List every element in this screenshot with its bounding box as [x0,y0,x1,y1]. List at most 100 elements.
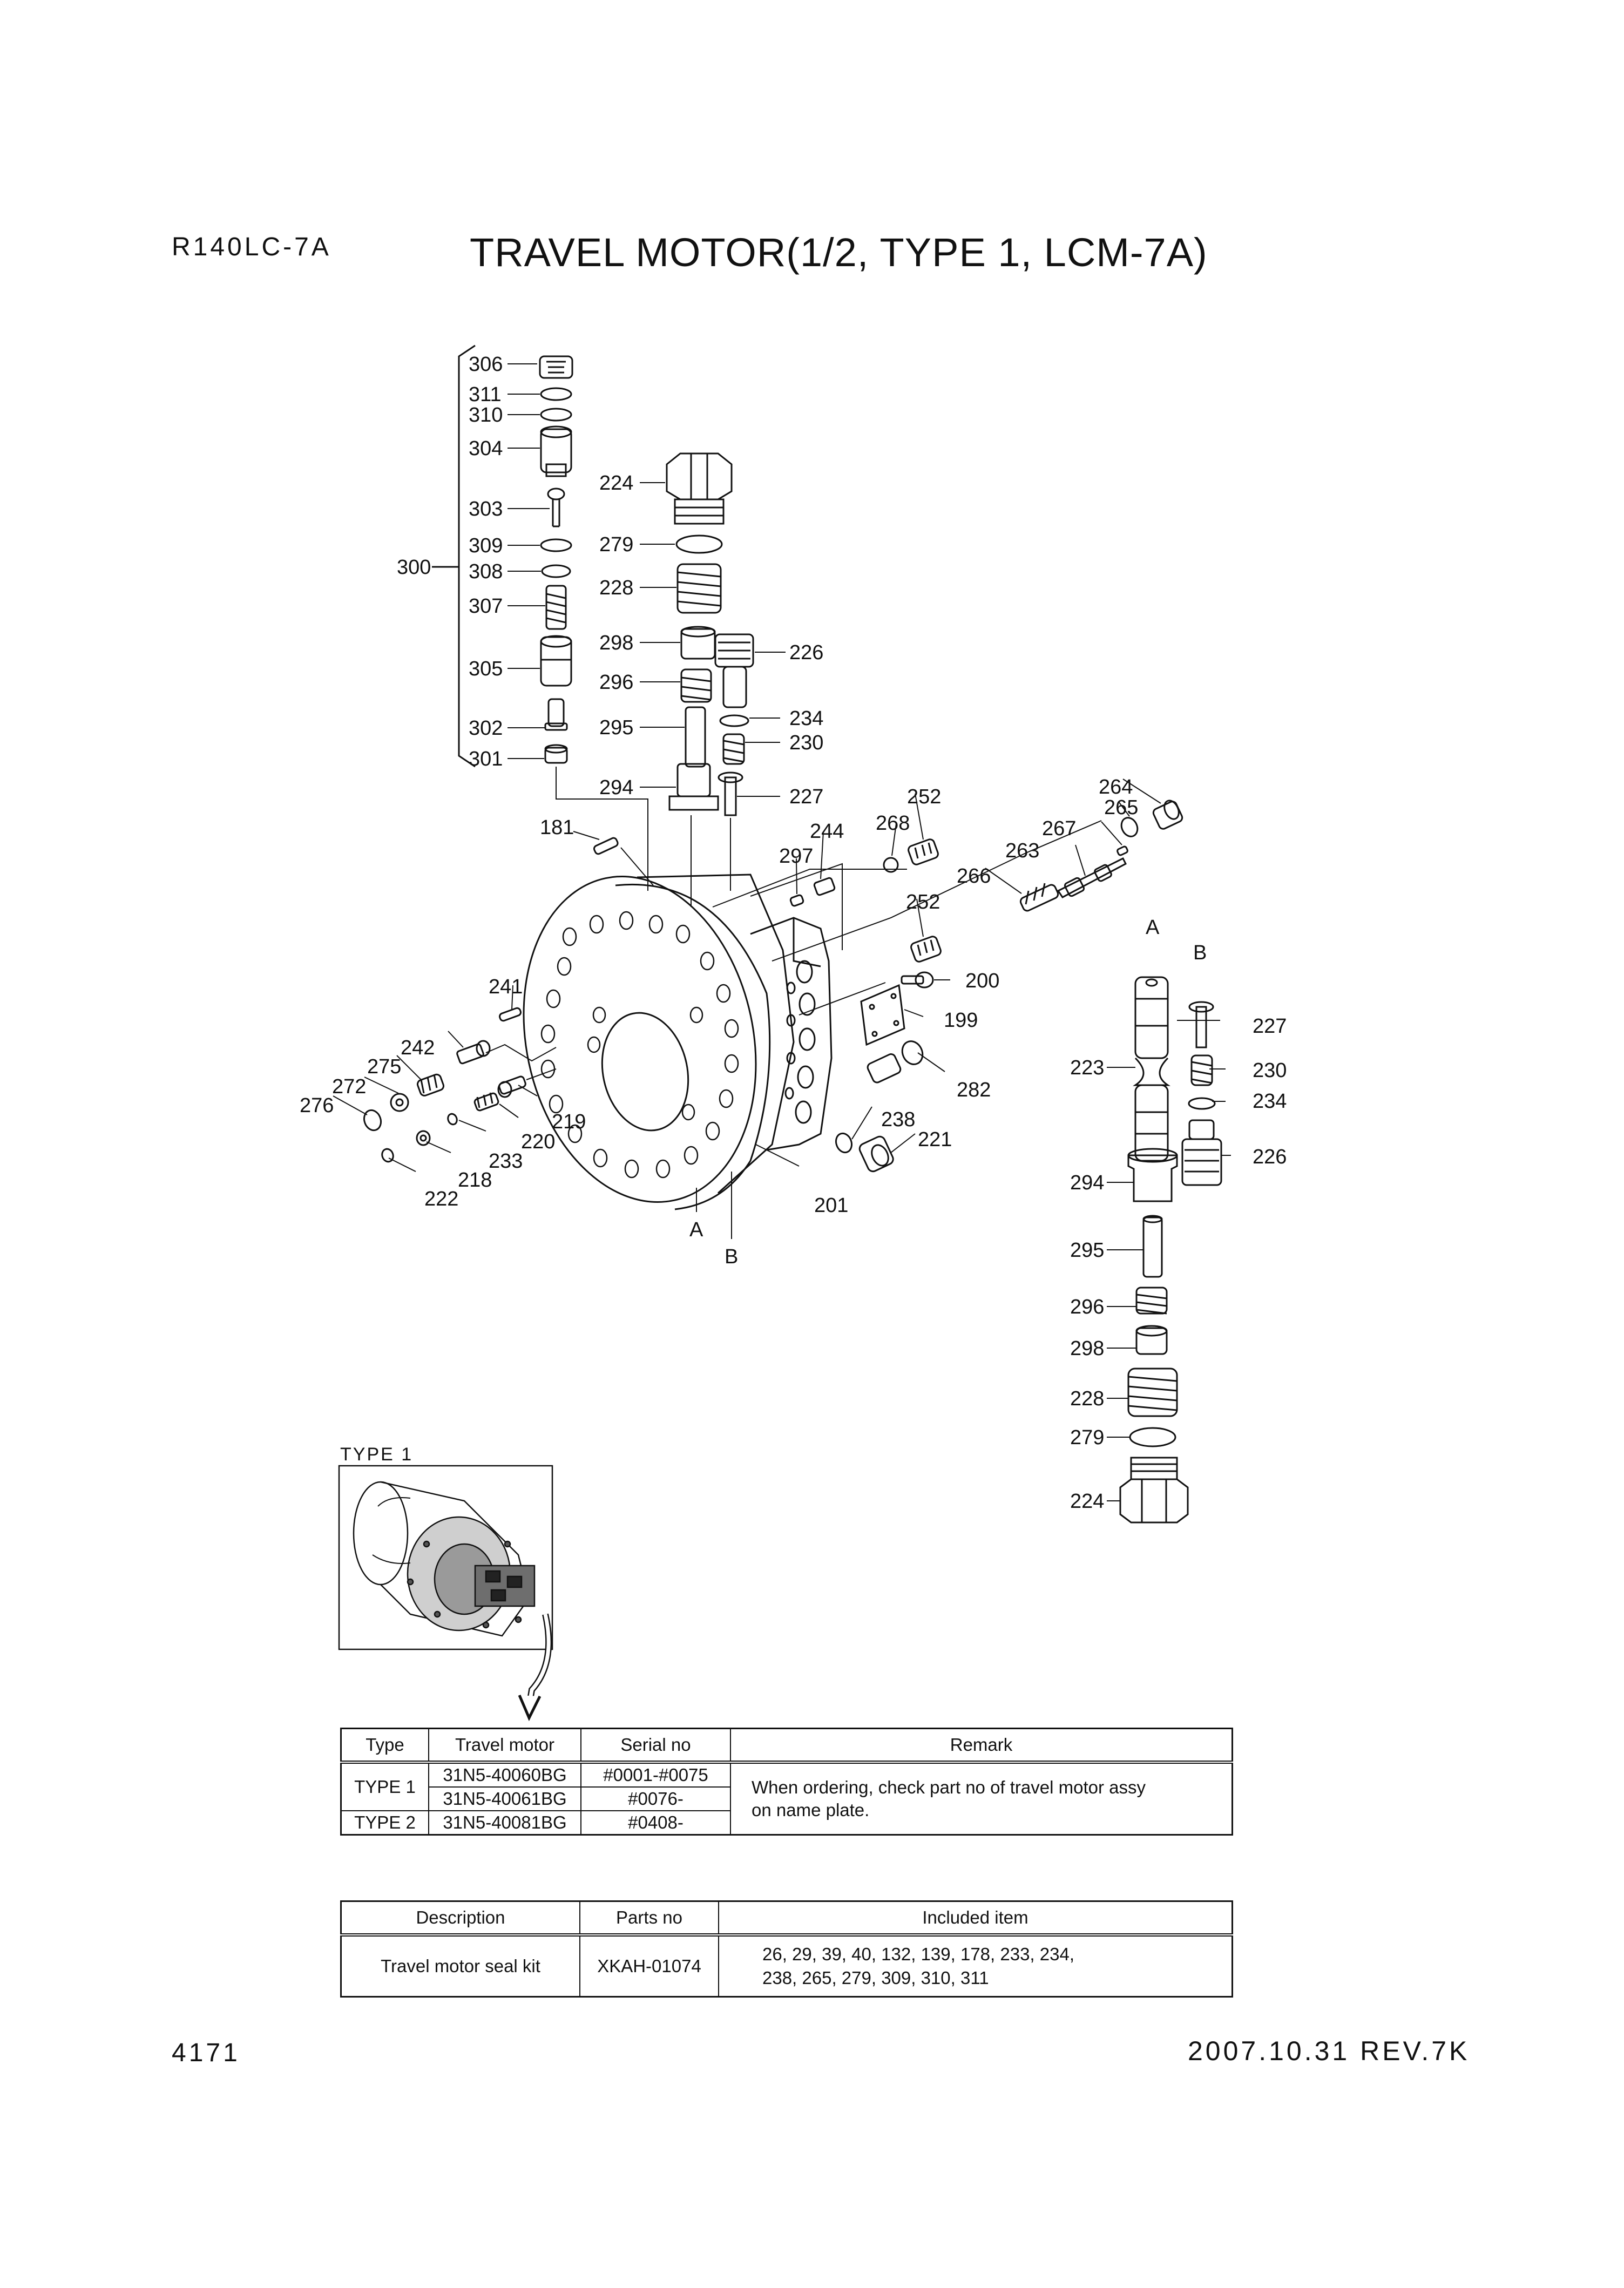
callout-294-right: 294 [1070,1172,1104,1194]
callout-276: 276 [300,1094,334,1117]
housing-bore [601,1012,689,1132]
callout-230-right: 230 [1253,1059,1287,1082]
part-294-sleeve-right [1127,1148,1178,1202]
part-282-plug [867,1040,924,1084]
callout-226: 226 [789,641,823,664]
callout-267: 267 [1042,817,1076,840]
part-296-spring [680,668,712,703]
part-199-plate [860,984,905,1046]
part-267-pin [1116,845,1128,856]
part-227-pin [718,771,743,816]
included-items-cell: 26, 29, 39, 40, 132, 139, 178, 233, 234,… [718,1934,1233,1998]
callout-309: 309 [469,534,503,557]
kit-table-header-row: Description Parts no Included item [340,1900,1233,1937]
housing-flange [523,875,757,1203]
callout-199: 199 [944,1009,978,1032]
part-252-plug-upper [908,838,939,865]
callout-228: 228 [599,577,633,599]
callout-238: 238 [881,1108,915,1131]
callout-311: 311 [469,383,502,406]
part-310-ring [540,408,572,422]
callout-297: 297 [779,845,813,868]
part-244-plug [813,877,836,896]
part-238-ring [835,1132,853,1154]
remark-col-header: Remark [730,1728,1233,1764]
callout-220: 220 [521,1131,555,1153]
part-228-spring [676,563,722,614]
callout-310: 310 [469,404,503,427]
callout-252-lower: 252 [906,891,940,913]
remark-cell: When ordering, check part no of travel m… [730,1762,1233,1836]
callout-268: 268 [876,812,910,835]
part-222-ring [381,1148,394,1163]
part-279-ring [675,534,723,554]
callout-224-right: 224 [1070,1490,1104,1513]
part-219-plug [497,1075,526,1098]
part-226-valve [714,633,754,708]
included-items-line-2: 238, 265, 279, 309, 310, 311 [762,1968,989,1988]
callout-282: 282 [957,1079,991,1101]
type-cell: TYPE 2 [340,1810,429,1836]
callout-226-right: 226 [1253,1146,1287,1168]
callout-230: 230 [789,732,823,754]
type-serial-table: Type Travel motor Serial no Remark TYPE … [340,1728,1233,1836]
part-224-plug-right [1119,1457,1189,1524]
part-298-cap [680,626,716,660]
part-228-spring-right [1127,1368,1178,1417]
serial-cell: #0408- [580,1810,731,1836]
part-220-spring [473,1092,499,1112]
callout-298: 298 [599,632,633,654]
part-234-ring [719,714,749,727]
remark-line-2: on name plate. [752,1800,870,1820]
view-label-b-right: B [1193,942,1207,964]
callout-300: 300 [397,556,431,579]
callout-244: 244 [810,820,844,843]
callout-295-right: 295 [1070,1239,1104,1262]
included-items-line-1: 26, 29, 39, 40, 132, 139, 178, 233, 234, [762,1944,1074,1964]
part-233-ring [447,1113,458,1126]
part-230-spring [722,733,745,765]
part-272-washer [390,1093,409,1112]
relief-valve-stack [432,344,648,891]
motor-housing [523,820,1102,1210]
part-268-ball [883,857,899,873]
callout-295: 295 [599,716,633,739]
callout-234: 234 [789,707,823,730]
callout-279-right: 279 [1070,1426,1104,1449]
part-301-seat [544,744,568,764]
callout-227-right: 227 [1253,1015,1287,1038]
callout-222: 222 [424,1188,458,1210]
flange-bolt-holes [540,911,739,1179]
part-242-fitting [456,1040,491,1065]
page-number: 4171 [172,2039,240,2067]
motor-col-header: Travel motor [428,1728,581,1764]
callout-218: 218 [458,1169,492,1192]
part-200-bolt [901,971,934,989]
motor-cell: 31N5-40060BG [428,1762,581,1788]
callout-279: 279 [599,533,633,556]
part-218-washer [416,1130,431,1146]
parts-no-col-header: Parts no [579,1900,719,1937]
callout-219: 219 [552,1111,586,1133]
callout-252-upper: 252 [907,786,941,808]
serial-col-header: Serial no [580,1728,731,1764]
center-valve-stack [666,452,754,907]
valve-block [750,917,833,1151]
callout-298-right: 298 [1070,1337,1104,1360]
small-parts [363,800,1183,1239]
view-label-a-right: A [1146,916,1160,939]
part-266-spring [1019,883,1059,912]
part-307-spring [545,585,567,630]
callout-302: 302 [469,717,503,740]
type-table-header-row: Type Travel motor Serial no Remark [340,1728,1233,1764]
callout-303: 303 [469,498,503,520]
part-279-ring-right [1129,1427,1176,1447]
description-cell: Travel motor seal kit [340,1934,580,1998]
serial-cell: #0076- [580,1786,731,1811]
part-230-spring-right [1190,1054,1213,1086]
callout-200: 200 [965,970,999,992]
part-221-plug [858,1135,894,1173]
callout-233: 233 [489,1150,523,1173]
callout-266: 266 [957,865,991,888]
parts-no-cell: XKAH-01074 [579,1934,719,1998]
